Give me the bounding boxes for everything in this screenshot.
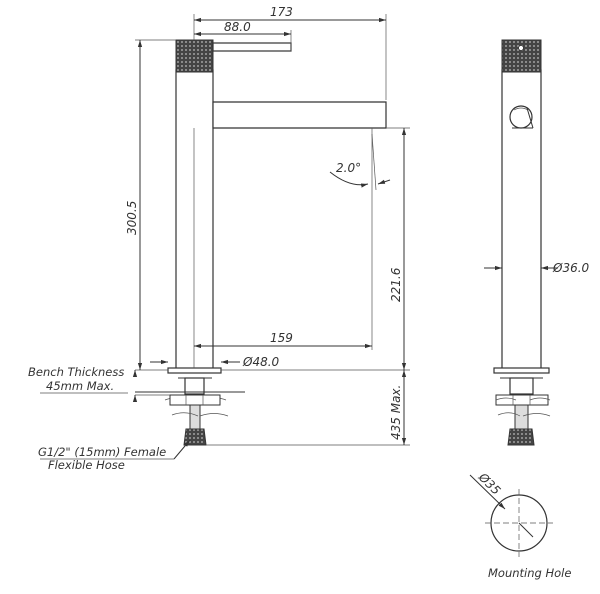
dim-hose-length: 435 Max. [206, 370, 410, 446]
dim-handle-length: 88.0 [194, 20, 292, 43]
bench-thickness-note: Bench Thickness 45mm Max. [28, 365, 170, 402]
dim-body-diameter: Ø36.0 [484, 261, 590, 275]
dim-overall-width: 173 [193, 5, 387, 100]
side-handle-boss [509, 105, 533, 129]
dim-spout-height-label: 221.6 [389, 267, 403, 302]
side-knurled-head [501, 39, 542, 73]
side-view [493, 39, 551, 446]
dim-spout-angle: 2.0° [329, 133, 391, 191]
dim-body-diameter-label: Ø36.0 [552, 261, 590, 275]
dim-spout-reach: 159 [193, 128, 373, 368]
dim-handle-length-label: 88.0 [224, 20, 251, 34]
dim-hole-diameter-label: Ø35 [475, 470, 503, 498]
back-nut [169, 394, 221, 406]
dim-spout-reach-label: 159 [270, 331, 293, 345]
hose-note-line1: G1/2" (15mm) Female [38, 445, 166, 459]
mounting-hole-caption: Mounting Hole [488, 566, 571, 580]
hose-note-line2: Flexible Hose [48, 458, 125, 472]
knurled-handle-head [175, 39, 214, 73]
dim-base-diameter-label: Ø48.0 [242, 355, 280, 369]
dim-overall-height: 300.5 [125, 39, 176, 371]
bench-thickness-line1: Bench Thickness [28, 365, 124, 379]
dim-base-diameter: Ø48.0 [150, 355, 280, 369]
lever-handle [212, 42, 292, 52]
dim-spout-height: 221.6 [221, 127, 410, 371]
hose-note: G1/2" (15mm) Female Flexible Hose [38, 439, 191, 472]
bench-thickness-line2: 45mm Max. [46, 379, 114, 393]
tap-body [175, 69, 214, 371]
dim-overall-width-label: 173 [270, 5, 293, 19]
hose-fitting [189, 404, 201, 430]
mounting-hole-detail: Ø35 Mounting Hole [469, 470, 571, 580]
dim-hose-length-label: 435 Max. [389, 385, 403, 440]
spout [212, 101, 387, 129]
dim-overall-height-label: 300.5 [125, 201, 139, 235]
dim-spout-angle-label: 2.0° [336, 161, 361, 175]
front-view [135, 39, 387, 446]
base-flange [167, 367, 222, 374]
